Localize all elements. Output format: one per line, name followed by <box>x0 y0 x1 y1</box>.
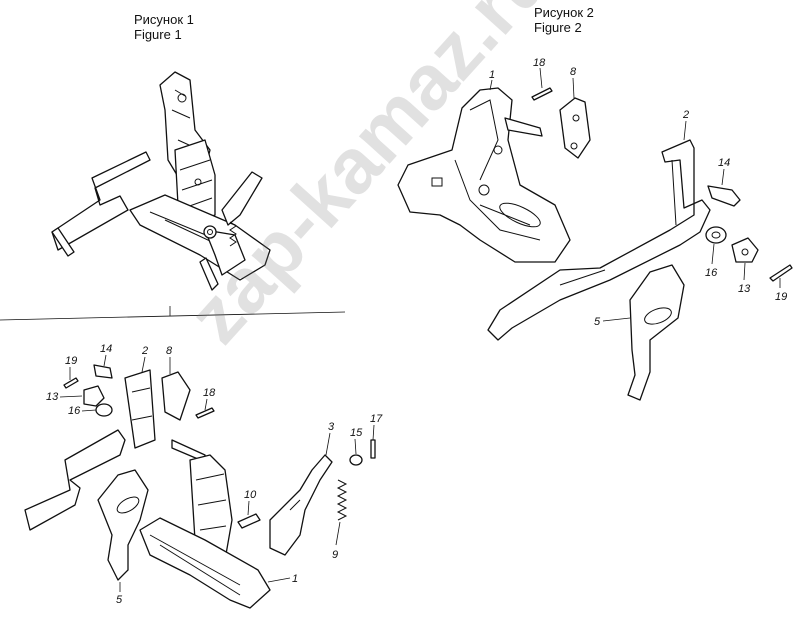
callout-9-bottom: 9 <box>332 549 338 561</box>
callout-5-bottom: 5 <box>116 594 123 606</box>
callout-2: 2 <box>682 109 689 121</box>
figure-2-caption: Рисунок 2 Figure 2 <box>534 5 624 37</box>
callout-2-bottom: 2 <box>141 345 148 357</box>
callout-8: 8 <box>570 66 577 78</box>
bottom-exploded <box>24 364 376 609</box>
callout-19: 19 <box>775 291 787 303</box>
callout-16: 16 <box>705 267 718 279</box>
callout-16-bottom: 16 <box>68 405 81 417</box>
figure-2-exploded <box>397 87 793 401</box>
figure-1-caption-en: Figure 1 <box>134 27 182 42</box>
callout-1: 1 <box>489 69 495 81</box>
callout-17-bottom: 17 <box>370 413 383 425</box>
callout-1-bottom: 1 <box>292 573 298 585</box>
figure-1-caption-ru: Рисунок 1 <box>134 12 194 27</box>
figure-2-caption-en: Figure 2 <box>534 20 582 35</box>
bottom-callouts: 19 14 2 8 13 16 18 3 15 17 10 9 1 <box>46 343 383 606</box>
callout-14-bottom: 14 <box>100 343 112 355</box>
callout-10-bottom: 10 <box>244 489 257 501</box>
callout-5: 5 <box>594 316 601 328</box>
callout-19-bottom: 19 <box>65 355 77 367</box>
callout-18-bottom: 18 <box>203 387 216 399</box>
callout-13: 13 <box>738 283 751 295</box>
callout-13-bottom: 13 <box>46 391 59 403</box>
figure-1-caption: Рисунок 1 Figure 1 <box>134 12 224 44</box>
callout-3-bottom: 3 <box>328 421 335 433</box>
figure-1-assembly <box>51 71 271 291</box>
section-divider <box>0 306 346 321</box>
callout-8-bottom: 8 <box>166 345 173 357</box>
callout-18: 18 <box>533 57 546 69</box>
figure-2-caption-ru: Рисунок 2 <box>534 5 594 20</box>
figure-2-callouts: 1 18 8 2 14 16 13 19 5 <box>489 57 787 328</box>
callout-14: 14 <box>718 157 730 169</box>
callout-15-bottom: 15 <box>350 427 363 439</box>
